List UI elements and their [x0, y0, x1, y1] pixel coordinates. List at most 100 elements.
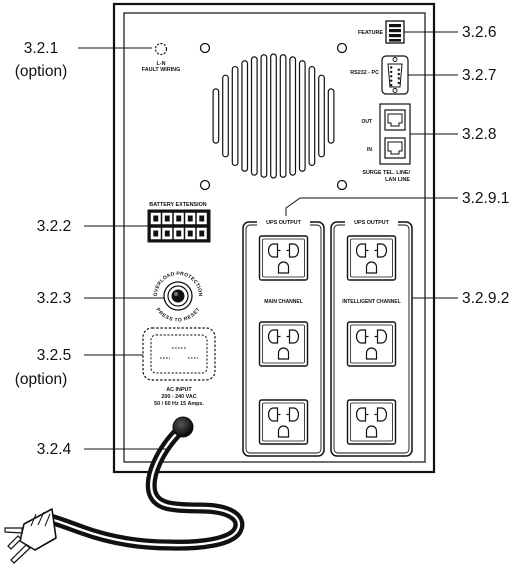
- rs232-pin: [397, 68, 400, 71]
- callout-3-2-3: 3.2.3: [37, 290, 71, 307]
- dip-switch-slot-3: [389, 34, 401, 38]
- surge-tel-lan-ports: OUT IN SURGE TEL. LINE/ LAN LINE: [361, 103, 411, 183]
- fan-slot: [241, 60, 249, 172]
- ups-output-left-label: UPS OUTPUT: [266, 220, 301, 226]
- rs232-pin: [390, 83, 393, 87]
- callout-3-2-5: 3.2.5: [37, 347, 71, 364]
- fan-slot: [298, 60, 306, 172]
- fan-screw-tl: [199, 42, 211, 54]
- callout-3-2-9-2: 3.2.9.2: [462, 290, 509, 307]
- rj-jack-in: [384, 137, 406, 159]
- callout-3-2-4: 3.2.4: [37, 441, 72, 458]
- battery-extension-label: BATTERY EXTENSION: [149, 202, 207, 208]
- callout-3-2-1: 3.2.1: [24, 40, 58, 57]
- rs232-pin: [397, 72, 400, 76]
- breaker-reset-button: [171, 289, 185, 303]
- fan-screw-br: [336, 179, 348, 191]
- plug-ground-pin: [7, 535, 22, 550]
- rs232-pin: [390, 66, 393, 69]
- dip-switch-slot-1: [389, 24, 401, 28]
- feature-label: FEATURE: [358, 30, 383, 36]
- surge-out-label: OUT: [361, 119, 372, 125]
- callout-3-2-1-option: (option): [15, 63, 68, 80]
- fan-slot: [212, 88, 220, 144]
- plug-prong-2: [10, 544, 31, 564]
- ac-outlet: [258, 399, 309, 445]
- cabinet-inner: [123, 12, 426, 463]
- plug-prong-1: [4, 527, 23, 534]
- battery-pins: [150, 212, 207, 240]
- rs232-screw-bottom: [392, 88, 398, 93]
- intelligent-channel-outlets: [346, 235, 397, 445]
- ln-fault-wiring-indicator: L-N FAULT WIRING: [142, 42, 181, 73]
- power-cord: [4, 416, 245, 564]
- battery-terminal-pin: [187, 230, 193, 237]
- battery-terminal-pin: [199, 230, 205, 237]
- battery-terminal-pin: [176, 230, 182, 237]
- battery-terminal-pin: [187, 215, 193, 222]
- fan-slot: [318, 74, 325, 158]
- rs232-port: RS232 - PC: [350, 55, 409, 95]
- callout-3-2-8: 3.2.8: [462, 126, 496, 143]
- surge-in-label: IN: [367, 147, 372, 153]
- rs232-pin: [397, 81, 400, 85]
- ac-outlet: [258, 235, 309, 281]
- fan-slot: [260, 54, 268, 178]
- ac-rating-label: 50 / 60 Hz 15 Amps.: [154, 401, 204, 407]
- fan-grille: [199, 42, 348, 191]
- ac-input-inlet: AC INPUT 200 - 240 VAC 50 / 60 Hz 15 Amp…: [142, 327, 216, 407]
- fan-slot: [289, 56, 297, 176]
- callout-3-2-7: 3.2.7: [462, 67, 496, 84]
- fan-slot: [327, 88, 335, 144]
- ac-input-label: AC INPUT: [166, 387, 192, 393]
- surge-label-line2: LAN LINE: [385, 177, 410, 183]
- rs232-pin: [390, 75, 393, 78]
- intelligent-channel-label: INTELLIGENT CHANNEL: [342, 299, 401, 305]
- battery-terminal-pin: [153, 230, 159, 237]
- callout-3-2-2: 3.2.2: [37, 218, 71, 235]
- ups-output-right-label: UPS OUTPUT: [354, 220, 389, 226]
- fan-screw-tr: [336, 42, 348, 54]
- rs232-pin: [397, 77, 400, 80]
- fan-slot: [222, 74, 229, 158]
- ln-fault-label-line2: FAULT WIRING: [142, 67, 181, 73]
- feature-dip-switch: FEATURE: [358, 20, 405, 44]
- battery-terminal-pin: [176, 215, 182, 222]
- main-channel-outlets: [258, 235, 309, 445]
- ac-voltage-label: 200 - 240 VAC: [161, 394, 196, 400]
- callout-3-2-5-option: (option): [15, 371, 68, 388]
- fan-screw-bl: [199, 179, 211, 191]
- ups-output-intelligent-channel: UPS OUTPUT INTELLIGENT CHANNEL: [330, 217, 413, 457]
- ac-outlet: [346, 321, 397, 367]
- rs232-screw-top: [392, 57, 398, 62]
- main-channel-label: MAIN CHANNEL: [264, 299, 303, 305]
- fan-slot: [250, 56, 258, 176]
- ln-fault-led: [154, 42, 168, 56]
- fan-slot: [270, 53, 277, 179]
- battery-terminal-pin: [164, 215, 170, 222]
- callout-leaders: [78, 31, 458, 450]
- callout-3-2-6: 3.2.6: [462, 24, 496, 41]
- battery-terminal-pin: [164, 230, 170, 237]
- rs232-pin: [390, 70, 393, 74]
- battery-terminal-pin: [153, 215, 159, 222]
- battery-terminal-pin: [199, 215, 205, 222]
- battery-extension-connector: BATTERY EXTENSION: [147, 202, 211, 243]
- callout-labels: 3.2.1 (option) 3.2.2 3.2.3 3.2.5 (option…: [15, 24, 510, 458]
- dip-switch-slot-4: [389, 39, 401, 42]
- callout-3-2-9-1: 3.2.9.1: [462, 190, 509, 207]
- rs232-pins: [390, 66, 400, 87]
- ac-outlet: [346, 399, 397, 445]
- dip-switch-slot-2: [389, 29, 401, 33]
- rj-jack-out: [384, 109, 406, 131]
- power-plug: [4, 508, 57, 564]
- ln-fault-label-line1: L-N: [157, 61, 166, 67]
- fan-slot: [231, 65, 239, 167]
- rs232-label: RS232 - PC: [350, 70, 379, 76]
- surge-label-line1: SURGE TEL. LINE/: [362, 170, 410, 176]
- fan-slot: [308, 65, 316, 167]
- rs232-pin: [390, 79, 393, 82]
- ups-output-main-channel: UPS OUTPUT MAIN CHANNEL: [242, 217, 325, 457]
- ac-outlet: [346, 235, 397, 281]
